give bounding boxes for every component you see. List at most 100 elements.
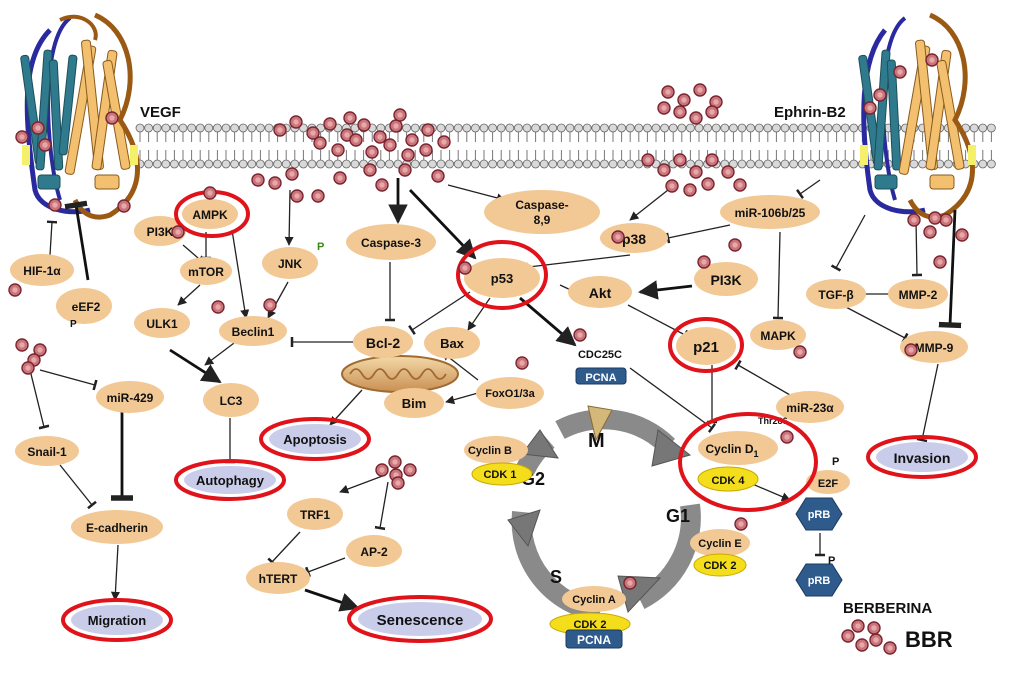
- bbr-molecule-icon: [515, 356, 529, 370]
- bbr-molecule-icon: [333, 171, 347, 185]
- bbr-caspase89-arrow: [447, 184, 506, 203]
- bbr-molecule-icon: [313, 136, 327, 150]
- bbr-molecule-icon: [933, 255, 947, 269]
- node-prb-bottom: pRB: [795, 563, 843, 597]
- eef2-phospho-label: P: [70, 319, 77, 330]
- bbr-molecule-icon: [673, 105, 687, 119]
- bbr-molecule-icon: [641, 153, 655, 167]
- mitochondrion-icon: [341, 355, 459, 393]
- node-ampk: AMPK: [182, 199, 238, 229]
- p53-cdc25c-arrow: [519, 296, 577, 347]
- bbr-molecule-icon: [733, 178, 747, 192]
- eef2-vegf-arrow: [64, 200, 90, 281]
- bbr-molecule-icon: [437, 135, 451, 149]
- bbr-molecule-icon: [689, 111, 703, 125]
- bbr-molecule-icon: [793, 345, 807, 359]
- mtor-ulk1-arrow: [177, 284, 201, 306]
- svg-text:miR-23α: miR-23α: [786, 401, 834, 415]
- cdc25c-cyclind-arrow: [629, 367, 717, 433]
- vegf-receptor-icon: [20, 12, 140, 220]
- tgfb-mmp9-arrow: [841, 304, 909, 344]
- mmp9-invasion-arrow: [916, 363, 939, 443]
- node-beclin1: Beclin1: [219, 316, 287, 346]
- node-cyclin-d1: Cyclin D1: [698, 431, 778, 465]
- svg-text:Senescence: Senescence: [377, 612, 464, 629]
- node-bcl2: Bcl-2: [353, 326, 413, 358]
- node-pi3k-right: PI3K: [694, 262, 758, 296]
- bbr-molecule-icon: [389, 119, 403, 133]
- bbr-molecule-icon: [323, 117, 337, 131]
- bbr-molecule-icon: [331, 143, 345, 157]
- cdk4-prb-arrow: [749, 482, 791, 501]
- svg-text:JNK: JNK: [278, 257, 302, 271]
- svg-text:Caspase-3: Caspase-3: [361, 236, 421, 250]
- node-tgfb: TGF-β: [806, 279, 866, 309]
- svg-text:CDK 4: CDK 4: [711, 475, 745, 487]
- foxo-bim-arrow: [445, 392, 479, 405]
- ulk1-lc3-arrow: [169, 348, 222, 384]
- node-mir23: miR-23α: [776, 391, 844, 423]
- bbr-molecule-icon: [171, 225, 185, 239]
- bbr-molecule-icon: [388, 455, 402, 469]
- node-mir106: miR-106b/25: [720, 195, 820, 229]
- svg-text:Cyclin D1: Cyclin D1: [705, 442, 758, 459]
- svg-text:Bim: Bim: [402, 396, 427, 411]
- bbr-molecule-icon: [105, 111, 119, 125]
- svg-text:Bax: Bax: [440, 336, 465, 351]
- bbr-molecule-icon: [33, 343, 47, 357]
- e2f-phospho-label: P: [832, 456, 839, 468]
- svg-text:MMP-9: MMP-9: [915, 341, 954, 355]
- node-mtor: mTOR: [180, 257, 232, 285]
- node-bax: Bax: [424, 327, 480, 359]
- htert-senescence-arrow: [304, 588, 360, 612]
- svg-text:ULK1: ULK1: [146, 317, 178, 331]
- bbr-molecule-icon: [867, 621, 881, 635]
- bbr-molecule-icon: [391, 476, 405, 490]
- ampk-beclin-arrow: [231, 229, 250, 319]
- bbr-molecule-icon: [883, 641, 897, 655]
- node-cdk1: CDK 1: [471, 462, 533, 486]
- node-p53: p53: [464, 258, 540, 298]
- node-trf1: TRF1: [287, 498, 343, 530]
- svg-text:E2F: E2F: [818, 478, 838, 490]
- prb-phospho-label: P: [828, 555, 835, 567]
- m-phase-marker-icon: [587, 405, 613, 442]
- bbr-molecule-icon: [677, 93, 691, 107]
- bbr-molecule-icon: [31, 121, 45, 135]
- svg-text:Cyclin E: Cyclin E: [698, 538, 741, 550]
- bbr-molecule-icon: [863, 101, 877, 115]
- svg-text:AP-2: AP-2: [360, 545, 388, 559]
- node-lc3: LC3: [203, 383, 259, 417]
- bbr-molecule-icon: [357, 118, 371, 132]
- svg-text:Akt: Akt: [589, 285, 612, 301]
- bbr-molecule-icon: [273, 123, 287, 137]
- jnk-beclin-arrow: [267, 281, 289, 319]
- svg-text:CDK 2: CDK 2: [573, 619, 606, 631]
- bbr-molecule-icon: [955, 228, 969, 242]
- bbr-molecule-icon: [349, 133, 363, 147]
- bbr-snail-arrow: [29, 369, 50, 430]
- node-pi3k-left: PI3K: [134, 216, 186, 246]
- bbr-molecule-icon: [734, 517, 748, 531]
- interaction-arrows: [29, 178, 962, 612]
- bbr-mir429-arrow: [39, 369, 98, 391]
- svg-text:Migration: Migration: [88, 613, 147, 628]
- cycle-arrowhead: [507, 509, 541, 548]
- bbr-molecule-icon: [623, 576, 637, 590]
- bbr-molecule-icon: [893, 65, 907, 79]
- ephrin-mir106-arrow: [795, 179, 821, 199]
- bbr-molecule-icon: [363, 163, 377, 177]
- bbr-molecule-icon: [285, 167, 299, 181]
- bbr-molecule-icon: [383, 138, 397, 152]
- bbr-molecule-icon: [403, 463, 417, 477]
- bbr-molecule-icon: [431, 169, 445, 183]
- bbr-molecule-icon: [398, 163, 412, 177]
- bbr-molecule-icon: [211, 300, 225, 314]
- node-caspase89: Caspase- 8,9: [484, 190, 600, 234]
- bbr-molecule-icon: [393, 108, 407, 122]
- legend-abbr: BBR: [905, 627, 953, 652]
- svg-text:p21: p21: [693, 339, 719, 356]
- pathway-nodes: HIF-1α eEF2 P PI3K AMPK mTOR ULK1 Beclin…: [10, 190, 968, 649]
- mir23-p21-arrow: [734, 359, 791, 396]
- ephrin-mmp9-arrow: [938, 209, 962, 329]
